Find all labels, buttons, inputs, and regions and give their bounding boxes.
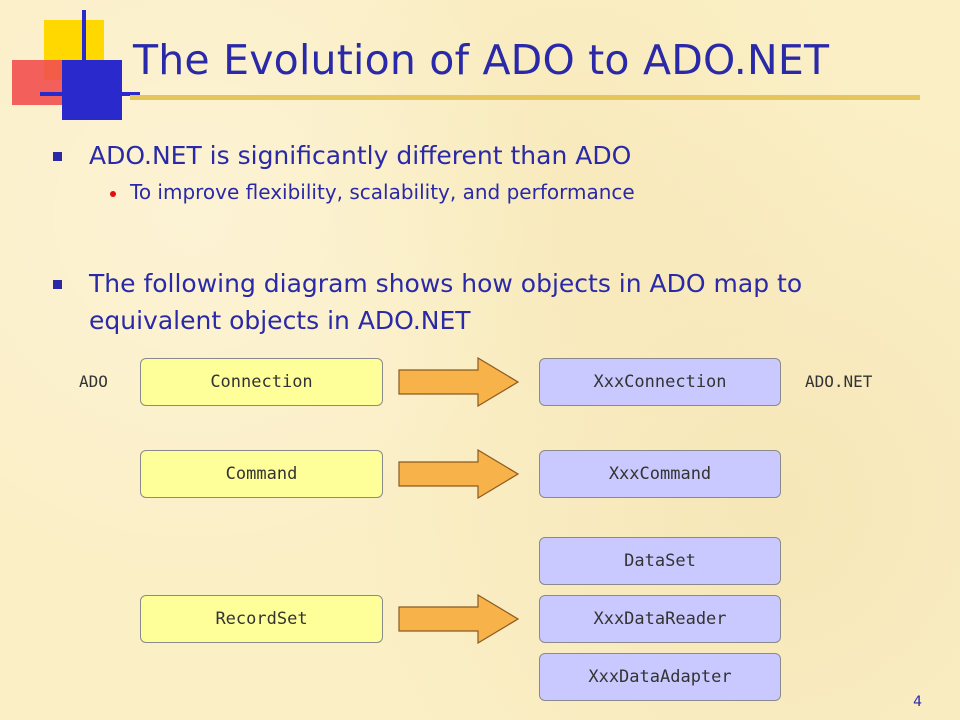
bullet-dot-icon <box>110 191 116 197</box>
ado-recordset-box: RecordSet <box>140 595 383 643</box>
arrow-right-icon <box>398 357 520 407</box>
ado-command-box: Command <box>140 450 383 498</box>
adonet-xxxconnection-box: XxxConnection <box>539 358 781 406</box>
page-number: 4 <box>913 694 922 710</box>
title-underline <box>130 95 920 100</box>
adonet-xxxdatareader-box: XxxDataReader <box>539 595 781 643</box>
bullet-square-icon <box>53 280 62 289</box>
ado-connection-box: Connection <box>140 358 383 406</box>
ado-label: ADO <box>79 372 108 391</box>
bullet-square-icon <box>53 152 62 161</box>
bullet-2-text-line2: equivalent objects in ADO.NET <box>89 306 471 335</box>
arrow-right-icon <box>398 594 520 644</box>
slide-title: The Evolution of ADO to ADO.NET <box>133 36 830 84</box>
arrow-right-icon <box>398 449 520 499</box>
adonet-xxxdataadapter-box: XxxDataAdapter <box>539 653 781 701</box>
adonet-dataset-box: DataSet <box>539 537 781 585</box>
adonet-label: ADO.NET <box>805 372 873 391</box>
decorative-logo-icon <box>12 10 140 120</box>
bullet-1-text: ADO.NET is significantly different than … <box>89 141 632 170</box>
bullet-2-text-line1: The following diagram shows how objects … <box>89 269 803 298</box>
bullet-1-sub-text: To improve flexibility, scalability, and… <box>130 180 635 204</box>
adonet-xxxcommand-box: XxxCommand <box>539 450 781 498</box>
